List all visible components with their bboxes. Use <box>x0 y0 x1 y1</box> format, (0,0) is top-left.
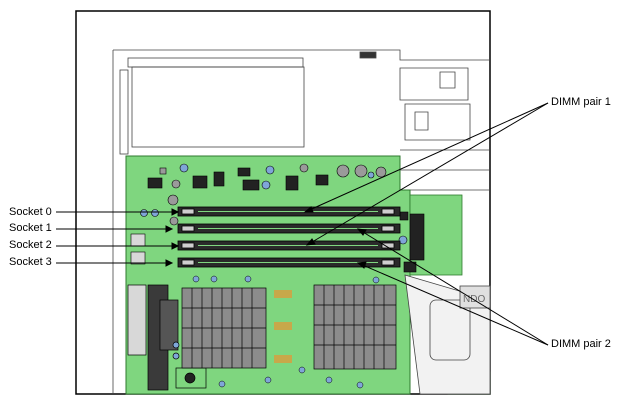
pair1-leaders <box>303 102 549 246</box>
socket-arrows <box>56 208 180 267</box>
board-components <box>130 163 425 273</box>
socket-0-label: Socket 0 <box>9 206 52 218</box>
socket-1-label: Socket 1 <box>9 222 52 234</box>
dimm-socket-0 <box>177 206 401 217</box>
dimm-socket-2 <box>177 240 401 251</box>
board-pads <box>274 290 292 363</box>
pair2-leaders <box>356 228 549 346</box>
dimm-pair-1-label: DIMM pair 1 <box>551 96 611 108</box>
heatsink-left <box>181 287 267 369</box>
drive-bay <box>404 274 491 395</box>
heatsink-right <box>313 284 397 370</box>
dimm-pair-2-label: DIMM pair 2 <box>551 338 611 350</box>
dimm-socket-1 <box>177 223 401 234</box>
socket-3-label: Socket 3 <box>9 256 52 268</box>
small-components <box>192 275 380 389</box>
socket-2-label: Socket 2 <box>9 239 52 251</box>
chassis-top <box>112 49 490 394</box>
dimm-socket-3 <box>177 257 401 268</box>
